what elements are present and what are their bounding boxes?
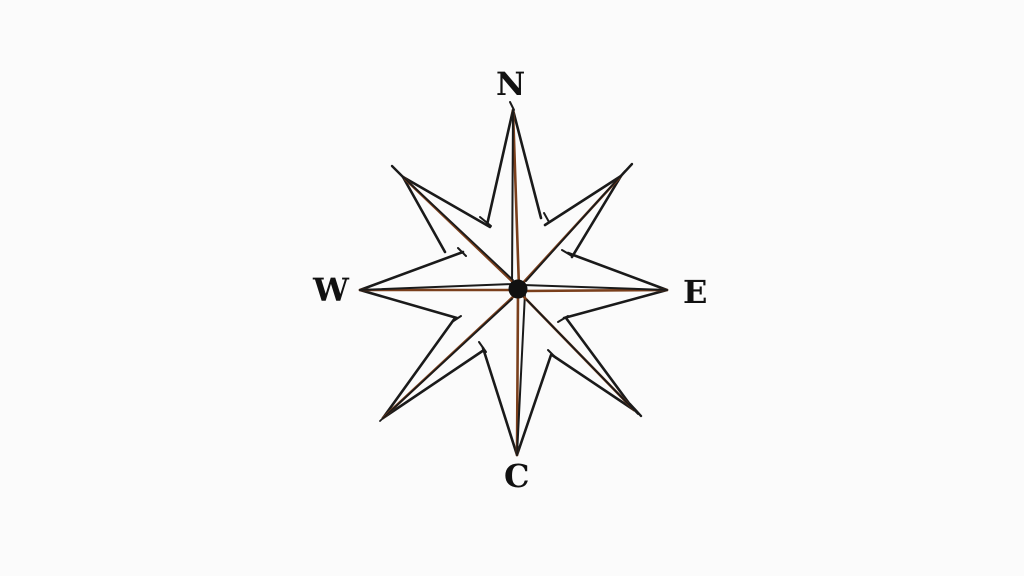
center-hub: [508, 279, 528, 299]
southwest-point: [379, 294, 516, 422]
north-point: [479, 101, 550, 290]
west-label: W: [313, 271, 350, 309]
northwest-point: [390, 164, 518, 287]
north-label: N: [496, 65, 527, 103]
northeast-point: [520, 162, 634, 286]
south-label: C: [504, 457, 531, 495]
east-point: [520, 249, 669, 323]
east-label: E: [683, 273, 709, 311]
southeast-point: [522, 295, 643, 418]
south-point: [478, 290, 557, 457]
